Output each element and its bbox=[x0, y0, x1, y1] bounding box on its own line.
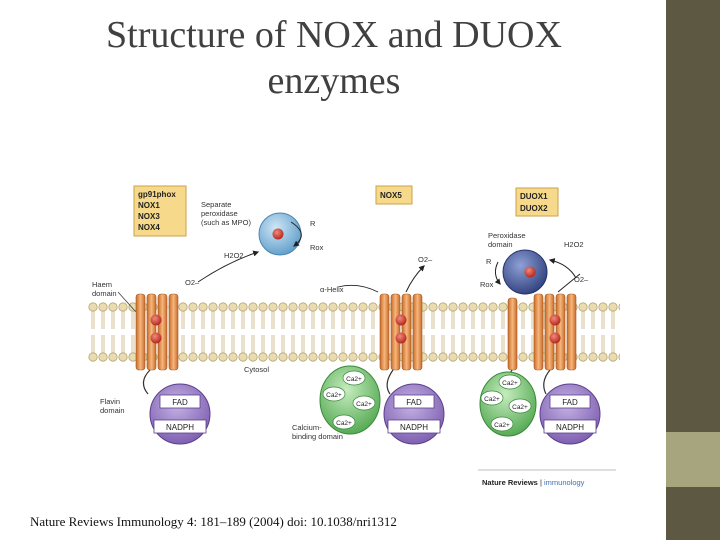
label-calcium: Calcium- bbox=[292, 423, 322, 432]
label-duox1: DUOX1 bbox=[520, 192, 548, 201]
svg-text:NADPH: NADPH bbox=[556, 423, 584, 432]
label-alpha-helix: α-Helix bbox=[320, 285, 344, 294]
svg-text:Ca2+: Ca2+ bbox=[346, 376, 362, 383]
label-o2-nox5: O2– bbox=[418, 255, 433, 264]
label-o2-left: O2– bbox=[185, 278, 200, 287]
nox-duox-diagram: gp91phox NOX1 NOX3 NOX4 NOX5 DUOX1 DUOX2… bbox=[88, 182, 620, 494]
svg-text:Ca2+: Ca2+ bbox=[356, 401, 372, 408]
decorative-sidebar bbox=[666, 0, 720, 540]
flavin-domain-nox5: FAD NADPH bbox=[383, 383, 445, 445]
svg-text:NADPH: NADPH bbox=[400, 423, 428, 432]
svg-text:Ca2+: Ca2+ bbox=[484, 396, 500, 403]
label-h2o2-right: H2O2 bbox=[564, 240, 584, 249]
peroxidase-haem bbox=[272, 228, 284, 240]
title-line-2: enzymes bbox=[267, 60, 401, 102]
svg-text:FAD: FAD bbox=[562, 398, 578, 407]
label-separate: Separate bbox=[201, 200, 231, 209]
label-haem-domain: domain bbox=[92, 289, 117, 298]
r-to-rox-arrow bbox=[290, 221, 302, 247]
label-cytosol: Cytosol bbox=[244, 365, 269, 374]
label-r-left: R bbox=[310, 219, 316, 228]
label-gp91phox: gp91phox bbox=[138, 190, 176, 199]
svg-text:Ca2+: Ca2+ bbox=[336, 420, 352, 427]
svg-text:FAD: FAD bbox=[172, 398, 188, 407]
svg-text:Ca2+: Ca2+ bbox=[326, 392, 342, 399]
label-rox-left: Rox bbox=[310, 243, 324, 252]
duox-transmembrane-domain bbox=[507, 293, 577, 371]
label-nox1: NOX1 bbox=[138, 201, 160, 210]
label-nox3: NOX3 bbox=[138, 212, 160, 221]
flavin-domain-nox: FAD NADPH bbox=[149, 383, 211, 445]
label-peroxidase-domain-2: domain bbox=[488, 240, 513, 249]
label-box-nox-family: gp91phox NOX1 NOX3 NOX4 bbox=[133, 185, 187, 237]
journal-brand: Nature Reviews | immunology bbox=[482, 478, 585, 487]
label-haem: Haem bbox=[92, 280, 112, 289]
label-o2-right: O2– bbox=[574, 275, 589, 284]
label-box-nox5: NOX5 bbox=[375, 185, 413, 205]
label-r-right: R bbox=[486, 257, 492, 266]
label-peroxidase: peroxidase bbox=[201, 209, 238, 218]
nox-family-transmembrane-domain bbox=[135, 293, 179, 371]
label-nox5: NOX5 bbox=[380, 191, 402, 200]
citation: Nature Reviews Immunology 4: 181–189 (20… bbox=[30, 514, 397, 529]
svg-text:Ca2+: Ca2+ bbox=[512, 404, 528, 411]
label-rox-right: Rox bbox=[480, 280, 494, 289]
label-box-duox: DUOX1 DUOX2 bbox=[515, 187, 559, 217]
calcium-binding-domain-duox: Ca2+ Ca2+ Ca2+ Ca2+ bbox=[479, 371, 537, 437]
label-nox4: NOX4 bbox=[138, 223, 160, 232]
label-flavin: Flavin bbox=[100, 397, 120, 406]
label-duox2: DUOX2 bbox=[520, 204, 548, 213]
svg-text:NADPH: NADPH bbox=[166, 423, 194, 432]
nox5-transmembrane-domain bbox=[379, 293, 423, 371]
svg-text:FAD: FAD bbox=[406, 398, 422, 407]
h2o2-arrow-left bbox=[197, 250, 260, 283]
sidebar-accent-block bbox=[666, 432, 720, 487]
label-binding-domain: binding domain bbox=[292, 432, 343, 441]
svg-text:Ca2+: Ca2+ bbox=[502, 380, 518, 387]
slide-title: Structure of NOX and DUOX enzymes bbox=[30, 12, 638, 104]
title-line-1: Structure of NOX and DUOX bbox=[106, 14, 562, 56]
svg-text:Ca2+: Ca2+ bbox=[494, 422, 510, 429]
diagram-svg: gp91phox NOX1 NOX3 NOX4 NOX5 DUOX1 DUOX2… bbox=[88, 185, 620, 487]
calcium-binding-domain-nox5: Ca2+ Ca2+ Ca2+ Ca2+ bbox=[319, 365, 381, 435]
label-peroxidase-domain-1: Peroxidase bbox=[488, 231, 526, 240]
flavin-domain-duox: FAD NADPH bbox=[539, 383, 601, 445]
label-h2o2-left: H2O2 bbox=[224, 251, 244, 260]
label-such-as-mpo: (such as MPO) bbox=[201, 218, 252, 227]
label-flavin-domain: domain bbox=[100, 406, 125, 415]
